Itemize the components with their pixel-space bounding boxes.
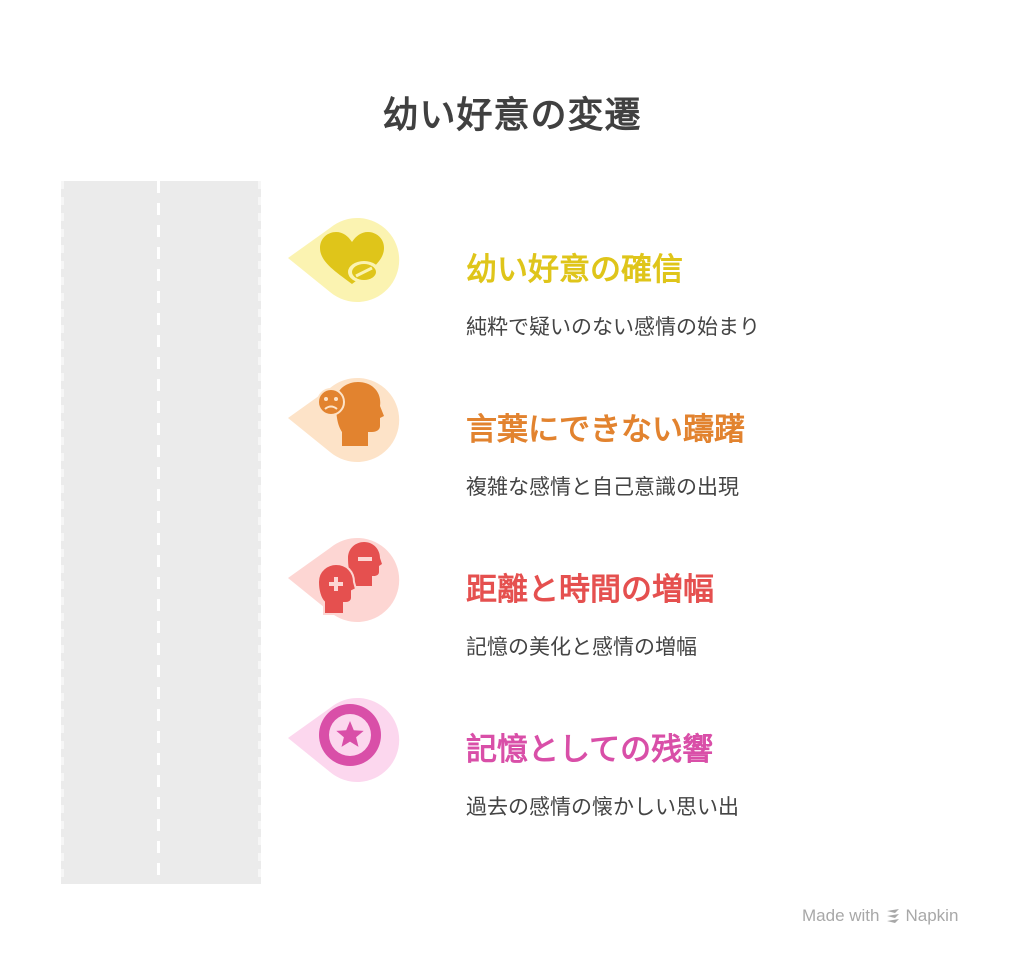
road-edge-right — [258, 181, 261, 884]
stage-3-description: 記憶の美化と感情の増幅 — [466, 635, 697, 659]
road-edge-left — [61, 181, 64, 884]
stage-4-description: 過去の感情の懐かしい思い出 — [466, 795, 739, 819]
napkin-brand-label: Napkin — [905, 906, 959, 925]
stage-4-heading: 記憶としての残響 — [466, 732, 714, 768]
stage-2-marker — [288, 372, 400, 468]
page-title: 幼い好意の変遷 — [382, 95, 642, 136]
stage-1-marker — [288, 212, 400, 308]
star-badge-icon — [319, 704, 381, 766]
road-center-line — [157, 181, 160, 884]
stage-1-description: 純粋で疑いのない感情の始まり — [466, 315, 760, 339]
stage-3-heading: 距離と時間の増幅 — [466, 572, 714, 608]
heart-bandage-icon — [320, 232, 384, 284]
napkin-logo-icon — [885, 908, 901, 929]
sad-head-icon — [317, 382, 384, 446]
stage-2-description: 複雑な感情と自己意識の出現 — [466, 475, 739, 499]
made-with-napkin-footer: Made with Napkin — [802, 906, 958, 929]
plus-minus-heads-icon — [316, 542, 382, 615]
stage-2-heading: 言葉にできない躊躇 — [466, 412, 745, 448]
stage-1-heading: 幼い好意の確信 — [466, 252, 683, 288]
made-with-label: Made with — [802, 906, 880, 925]
road-track — [61, 181, 261, 884]
stage-4-marker — [288, 692, 400, 788]
stage-3-marker — [288, 532, 400, 628]
